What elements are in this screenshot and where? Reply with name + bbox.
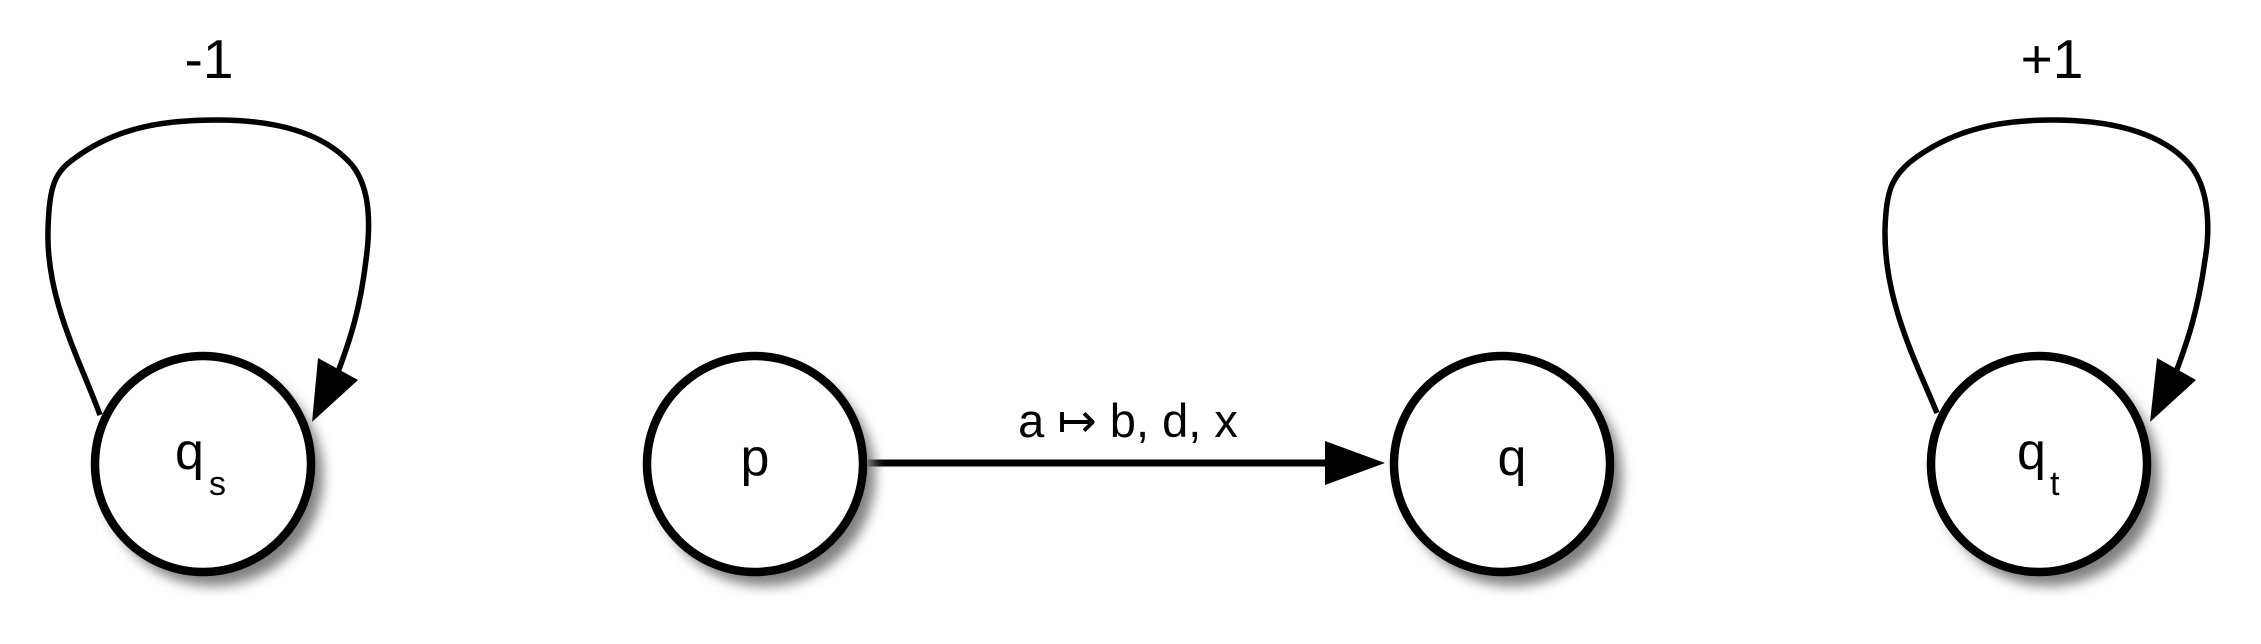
- node-circle: [1389, 351, 1615, 577]
- node-subscript-qs: s: [209, 465, 226, 503]
- node-circle: [1926, 351, 2152, 577]
- state-node-q[interactable]: [1389, 351, 1622, 586]
- self-loop-qt: [1882, 117, 2211, 422]
- self-loop-qt-arrowhead-icon: [2150, 358, 2196, 422]
- transition-p-to-q: [868, 441, 1385, 485]
- node-label-qt: q: [2017, 423, 2046, 481]
- transition-label: a ↦ b, d, x: [1018, 394, 1238, 447]
- node-subscript-qt: t: [2050, 465, 2060, 503]
- node-label-p: p: [741, 429, 770, 487]
- transition-arrowhead-icon: [1325, 441, 1385, 485]
- node-label-q: q: [1498, 429, 1527, 487]
- self-loop-qt-label: +1: [2021, 28, 2084, 90]
- node-label-qs: q: [175, 423, 204, 481]
- state-node-qs[interactable]: [90, 351, 323, 586]
- self-loop-qs-curve: [45, 117, 372, 416]
- self-loop-qs: [45, 117, 372, 422]
- node-circle: [90, 351, 316, 577]
- self-loop-qs-arrowhead-icon: [312, 358, 358, 422]
- self-loop-qt-curve: [1882, 117, 2211, 415]
- self-loop-qs-label: -1: [185, 28, 234, 90]
- state-node-p[interactable]: [642, 351, 875, 586]
- node-circle: [642, 351, 868, 577]
- state-node-qt[interactable]: [1926, 351, 2159, 586]
